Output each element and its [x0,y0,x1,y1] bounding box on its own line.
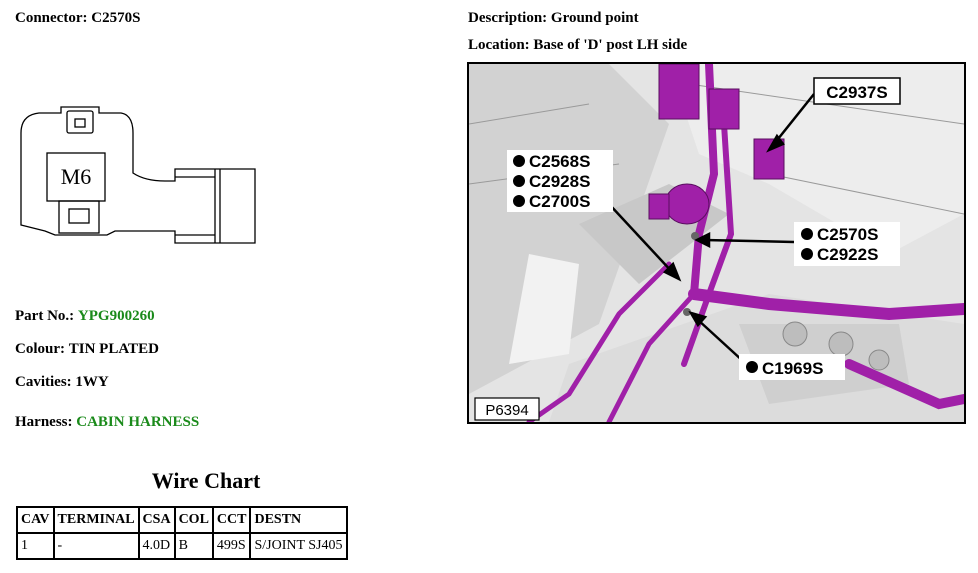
header-destn: DESTN [249,506,348,534]
location-illustration: C2937S C2568S C2928S C2700S C2570S C2922… [467,62,966,424]
location-line: Location: Base of 'D' post LH side [468,37,687,54]
cell-col: B [173,532,214,560]
harness-line: Harness: CABIN HARNESS [15,414,199,431]
bullet-icon [801,228,813,240]
callout-c2928s: C2928S [529,172,590,191]
cavities-label: Cavities: [15,374,72,390]
floor-hole [868,349,890,371]
harness-connector-block [658,64,700,120]
harness-grommet [664,183,710,225]
part-number-label: Part No.: [15,308,75,324]
table-row: 1 - 4.0D B 499S S/JOINT SJ405 [16,532,348,560]
description-line: Description: Ground point [468,10,639,27]
colour-line: Colour: TIN PLATED [15,341,159,358]
header-col: COL [173,506,214,534]
connector-line: Connector: C2570S [15,10,140,27]
connector-label: Connector: [15,10,88,26]
connector-value: C2570S [91,10,141,26]
floor-hole [828,331,854,357]
callout-c2937s: C2937S [826,83,887,102]
harness-link[interactable]: CABIN HARNESS [76,414,200,430]
header-cav: CAV [16,506,55,534]
bullet-icon [513,175,525,187]
bullet-icon [801,248,813,260]
colour-label: Colour: [15,341,65,357]
cavities-line: Cavities: 1WY [15,374,109,391]
cell-cct: 499S [211,532,252,560]
harness-clip [648,193,670,220]
cell-csa: 4.0D [137,532,176,560]
header-csa: CSA [137,506,176,534]
pillar-panel [509,254,579,364]
cell-destn: S/JOINT SJ405 [249,532,348,560]
bullet-icon [513,155,525,167]
wire-chart-table: CAV TERMINAL CSA COL CCT DESTN 1 - 4.0D … [16,506,348,560]
callout-c2700s: C2700S [529,192,590,211]
figure-id-box [474,397,540,421]
connector-drawing: M6 [20,106,256,244]
colour-value: TIN PLATED [68,341,159,357]
header-terminal: TERMINAL [52,506,140,534]
part-number-line: Part No.: YPG900260 [15,308,155,325]
callout-c2922s: C2922S [817,245,878,264]
description-value: Ground point [550,10,639,26]
callout-c2568s: C2568S [529,152,590,171]
location-label: Location: [468,37,530,53]
stud-size-label: M6 [61,164,92,189]
callout-c1969s: C1969S [762,359,823,378]
ground-stud [683,308,691,316]
description-label: Description: [468,10,548,26]
cell-terminal: - [52,532,140,560]
bullet-icon [513,195,525,207]
bullet-icon [746,361,758,373]
floor-hole [782,321,808,347]
wire-chart-title: Wire Chart [151,468,261,493]
cavities-value: 1WY [75,374,109,390]
part-number-link[interactable]: YPG900260 [77,308,155,324]
body-panel-upper [669,64,964,254]
ground-stud [691,232,699,240]
callout-box-c2937s [813,77,901,105]
wire-chart-header-row: CAV TERMINAL CSA COL CCT DESTN [16,506,348,534]
harness-connector-block [708,88,740,130]
header-cct: CCT [211,506,252,534]
callout-box-group-right [794,222,900,266]
harness-label: Harness: [15,414,73,430]
callout-c2570s: C2570S [817,225,878,244]
figure-id: P6394 [485,402,528,419]
cell-cav: 1 [16,532,55,560]
location-value: Base of 'D' post LH side [533,37,688,53]
